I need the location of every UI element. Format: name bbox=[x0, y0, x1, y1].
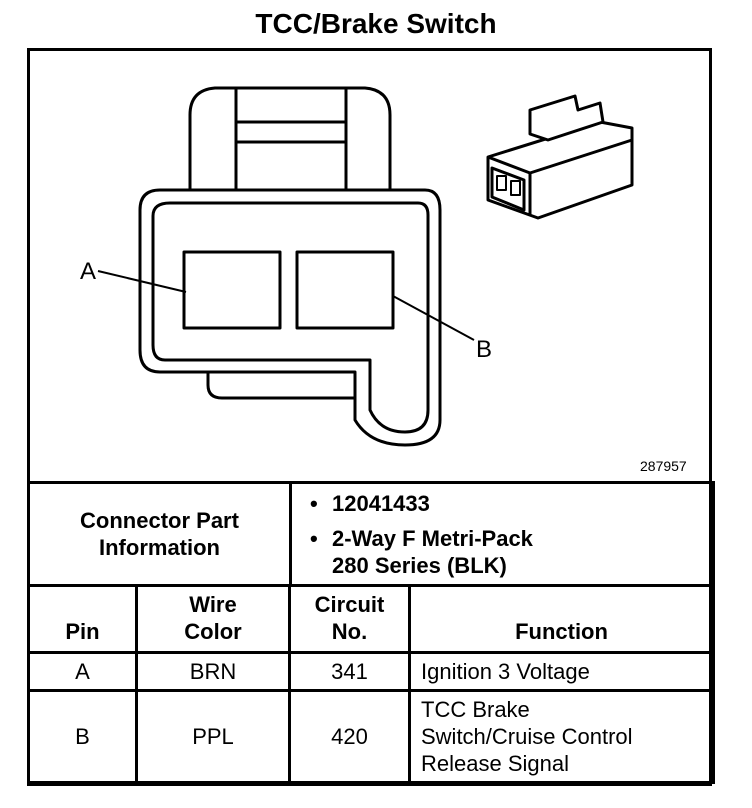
pin-cell: B bbox=[27, 689, 138, 784]
table-row: A BRN 341 Ignition 3 Voltage bbox=[27, 651, 715, 692]
figure-number: 287957 bbox=[640, 458, 687, 474]
header-wire-color: Wire Color bbox=[135, 584, 291, 654]
header-pin: Pin bbox=[27, 584, 138, 654]
connector-description-line1: 2-Way F Metri-Pack bbox=[332, 525, 533, 551]
circuit-cell: 341 bbox=[288, 651, 411, 692]
wire-color-cell: PPL bbox=[135, 689, 291, 784]
lock-tab-slot bbox=[234, 88, 348, 190]
connector-info-values: • 12041433 • 2-Way F Metri-Pack 280 Series… bbox=[289, 481, 715, 587]
circuit-cell: 420 bbox=[288, 689, 411, 784]
bullet-icon: • bbox=[310, 490, 318, 516]
diagram-title: TCC/Brake Switch bbox=[255, 8, 497, 39]
bullet-icon: • bbox=[310, 525, 318, 551]
table-row: B PPL 420 TCC Brake Switch/Cruise Contro… bbox=[27, 689, 715, 784]
connector-description-line2: 280 Series (BLK) bbox=[332, 552, 507, 578]
header-function: Function bbox=[408, 584, 715, 654]
connector-info-label: Connector Part Information bbox=[27, 481, 292, 587]
header-circuit: Circuit No. bbox=[288, 584, 411, 654]
pin-table: Pin Wire Color Circuit No. Function A BR… bbox=[27, 584, 715, 784]
function-cell: Ignition 3 Voltage bbox=[408, 651, 715, 692]
pin-cell: A bbox=[27, 651, 138, 692]
pin-b-leader bbox=[392, 295, 475, 341]
terminal-cavity-b bbox=[295, 250, 395, 330]
connector-lock-tab bbox=[188, 86, 392, 190]
pin-table-header: Pin Wire Color Circuit No. Function bbox=[27, 584, 715, 654]
pin-b-label: B bbox=[476, 336, 493, 363]
diagram-frame bbox=[27, 48, 712, 786]
terminal-cavity-a bbox=[182, 250, 282, 330]
connector-bottom-lip bbox=[206, 372, 355, 400]
pin-a-label: A bbox=[80, 258, 97, 285]
connector-body-outer bbox=[138, 188, 442, 447]
wire-color-cell: BRN bbox=[135, 651, 291, 692]
connector-body-inner bbox=[151, 201, 430, 434]
part-number: 12041433 bbox=[332, 490, 430, 516]
connector-isometric-view bbox=[486, 94, 634, 220]
function-cell: TCC Brake Switch/Cruise Control Release … bbox=[408, 689, 715, 784]
pin-a-leader bbox=[97, 270, 187, 293]
connector-info-table: Connector Part Information • 12041433 • 2-… bbox=[27, 481, 715, 587]
